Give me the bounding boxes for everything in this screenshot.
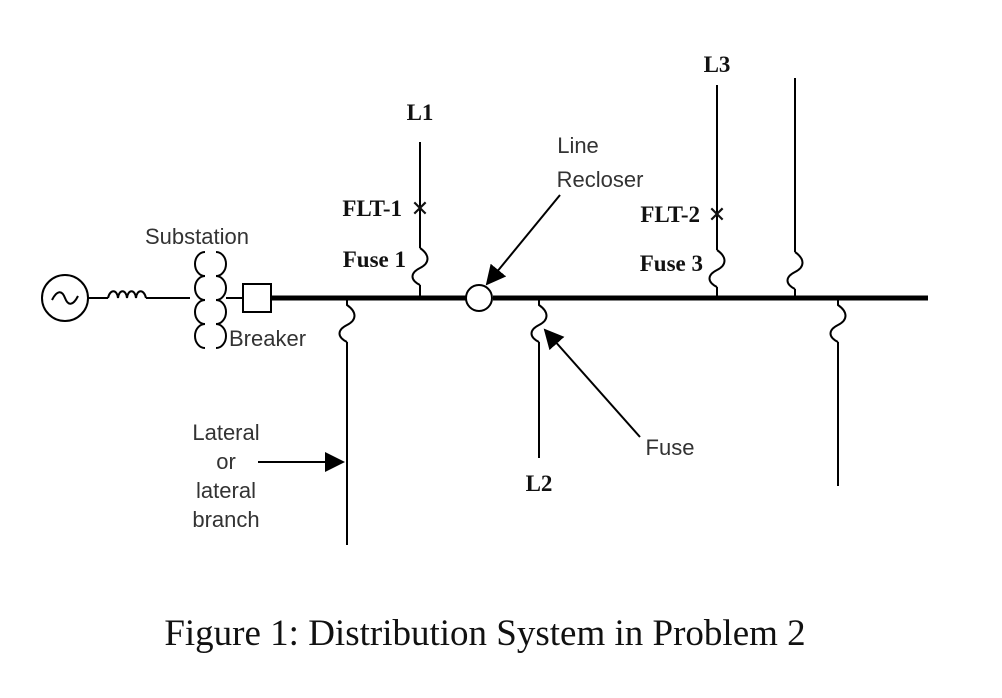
line-recloser-icon [465,284,493,312]
ac-source-icon [41,274,89,322]
lower-right-fuse-icon [829,298,847,343]
label-lateral-line1: Lateral [192,420,259,445]
fuse-1-icon [411,247,429,286]
breaker-box [242,283,272,313]
label-flt-1: FLT-1 [342,196,402,221]
fault-1-marker-icon: ✕ [411,196,429,221]
label-lateral-line3: lateral [196,478,256,503]
label-line-recloser-line1: Line [557,133,599,158]
label-fuse-3: Fuse 3 [640,251,703,276]
lateral-fuse-icon [338,298,356,343]
fuse-3-icon [708,249,726,288]
label-l1: L1 [407,100,434,125]
fault-2-marker-icon: ✕ [708,202,726,227]
upper-branch-fuse-icon [786,251,804,290]
transformer-icon [194,251,227,349]
recloser-pointer-arrow [485,194,561,286]
label-lateral-line2: or [216,449,236,474]
label-breaker: Breaker [229,326,306,351]
label-line-recloser-line2: Recloser [557,167,644,192]
label-fuse: Fuse [646,435,695,460]
inductor-icon [107,290,147,299]
label-fuse-1: Fuse 1 [343,247,406,272]
l2-fuse-icon [530,298,548,343]
label-l3: L3 [704,52,731,77]
label-substation: Substation [145,224,249,249]
figure-caption: Figure 1: Distribution System in Problem… [164,613,805,654]
label-flt-2: FLT-2 [640,202,700,227]
label-l2: L2 [526,471,553,496]
fuse-pointer-arrow [543,328,641,438]
label-lateral-line4: branch [192,507,259,532]
